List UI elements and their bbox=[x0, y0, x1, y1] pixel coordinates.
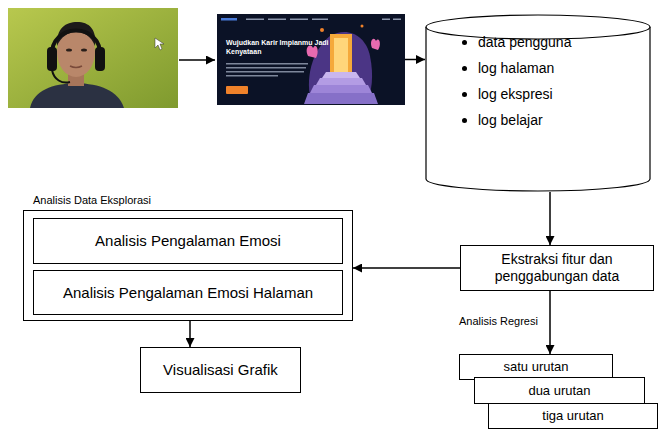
list-item: data pengguna bbox=[462, 29, 651, 55]
paragraph-line bbox=[226, 63, 308, 65]
bullet-dot bbox=[462, 40, 467, 45]
shirt bbox=[30, 83, 124, 108]
model-box: tiga urutan bbox=[488, 403, 658, 429]
photo-background bbox=[8, 8, 178, 108]
box-text: Analisis Pengalaman Emosi Halaman bbox=[63, 284, 313, 302]
process-box: Analisis Pengalaman Emosi Halaman bbox=[33, 270, 343, 315]
process-box: Analisis Pengalaman Emosi bbox=[33, 218, 343, 264]
illustration-door bbox=[330, 34, 352, 72]
flow-arrow bbox=[189, 321, 191, 347]
flow-arrow bbox=[405, 59, 425, 61]
section-label: Analisis Regresi bbox=[458, 315, 539, 328]
flow-arrow bbox=[353, 267, 460, 269]
nav-item bbox=[246, 19, 264, 21]
list-text: log ekspresi bbox=[478, 81, 553, 107]
website-screenshot bbox=[217, 14, 405, 105]
cylinder-body bbox=[426, 27, 650, 191]
mouth bbox=[70, 66, 82, 68]
illustration-flame bbox=[371, 39, 380, 50]
nav-item bbox=[382, 19, 390, 21]
output-box: Visualisasi Grafik bbox=[140, 347, 301, 393]
illustration-stair bbox=[322, 72, 360, 78]
list-text: data pengguna bbox=[478, 29, 571, 55]
website-screenshot: Wujudkan Karir Impianmu Jadi Kenyataan bbox=[217, 14, 405, 105]
list-item: log belajar bbox=[462, 107, 651, 133]
group-heading: Analisis Data Eksplorasi bbox=[33, 194, 352, 207]
headphone-cup bbox=[95, 47, 105, 71]
model-box: satu urutan bbox=[459, 354, 613, 380]
eye bbox=[66, 48, 72, 51]
paragraph-line bbox=[226, 75, 278, 77]
flow-arrow bbox=[179, 59, 215, 61]
headphone-band bbox=[52, 31, 100, 57]
illustration-stair bbox=[310, 85, 372, 93]
group-box: Analisis Data EksplorasiAnalisis Pengala… bbox=[23, 210, 353, 321]
nav-item bbox=[393, 19, 401, 21]
process-box: Ekstraksi fitur dan penggabungan data bbox=[460, 245, 654, 291]
webcam-photo bbox=[8, 8, 178, 108]
list-text: log belajar bbox=[478, 107, 543, 133]
illustration-spark bbox=[361, 25, 364, 28]
bullet-dot bbox=[462, 118, 467, 123]
box-text: Visualisasi Grafik bbox=[163, 361, 278, 379]
illustration-stair bbox=[316, 78, 366, 85]
nav-item bbox=[312, 19, 328, 21]
nav-item bbox=[268, 19, 286, 21]
illustration-door-light bbox=[334, 38, 348, 72]
illustration-spark bbox=[320, 28, 324, 32]
model-box: dua urutan bbox=[474, 377, 645, 404]
headphone-mic bbox=[52, 70, 70, 83]
illustration-stair bbox=[304, 93, 378, 104]
box-text: dua urutan bbox=[528, 383, 590, 399]
paragraph-line bbox=[226, 71, 304, 73]
flow-arrow bbox=[549, 192, 551, 245]
list-item: log halaman bbox=[462, 55, 651, 81]
nav-logo bbox=[221, 18, 237, 21]
list-item: log ekspresi bbox=[462, 81, 651, 107]
cta-button bbox=[226, 86, 248, 94]
paragraph-line bbox=[226, 67, 306, 69]
bullet-dot bbox=[462, 66, 467, 71]
bullet-dot bbox=[462, 92, 467, 97]
illustration-flame bbox=[307, 46, 318, 58]
nav-item bbox=[290, 19, 308, 21]
mouse-cursor bbox=[155, 38, 164, 50]
page-headline: Wujudkan Karir Impianmu Jadi Kenyataan bbox=[226, 38, 330, 56]
box-text: Analisis Pengalaman Emosi bbox=[95, 232, 281, 250]
screenshot-background bbox=[217, 14, 405, 105]
list-text: log halaman bbox=[478, 55, 554, 81]
eye bbox=[81, 48, 87, 51]
headphone-cup bbox=[47, 47, 57, 71]
database-cylinder: data penggunalog halamanlog ekspresilog … bbox=[425, 14, 651, 192]
box-text: Ekstraksi fitur dan penggabungan data bbox=[467, 251, 647, 285]
box-text: satu urutan bbox=[503, 359, 568, 375]
flow-arrow bbox=[549, 291, 551, 354]
box-text: tiga urutan bbox=[542, 408, 603, 424]
